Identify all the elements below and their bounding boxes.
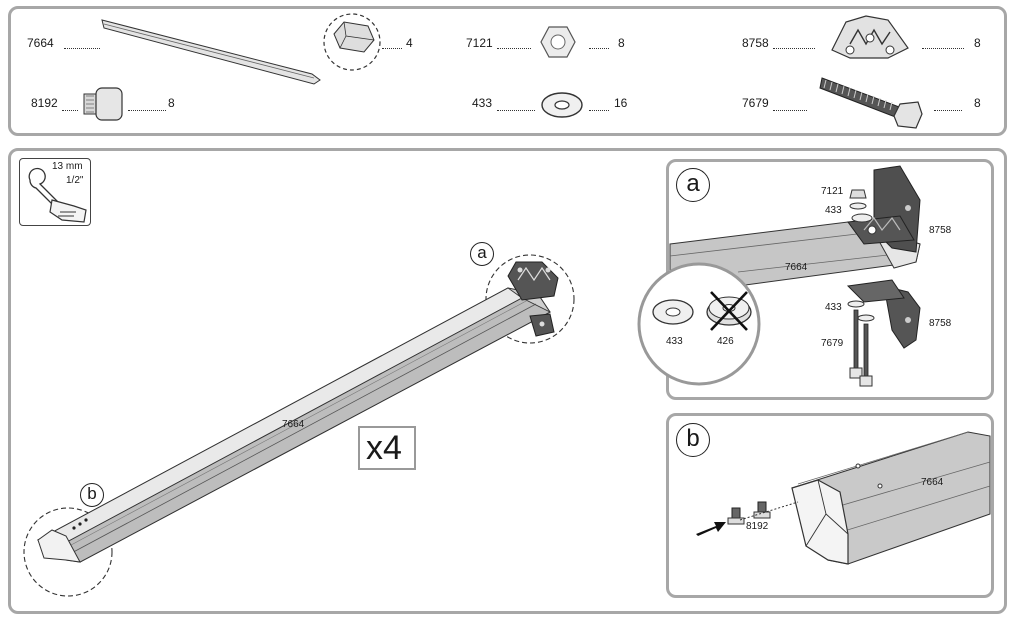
rail-profile-icon [101, 19, 321, 85]
part-8758-id: 8758 [742, 36, 769, 50]
tool-size-imperial: 1/2" [66, 175, 84, 186]
tool-size-metric: 13 mm [52, 161, 83, 172]
bracket-icon [831, 15, 909, 59]
part-8192-qty: 8 [168, 96, 175, 110]
part-7679-qty: 8 [974, 96, 981, 110]
inset-wrong-washer-label: 426 [717, 336, 734, 347]
hex-bolt-icon [819, 77, 923, 129]
multiplier-box [358, 426, 416, 470]
multiplier-label: x4 [366, 429, 402, 467]
rail-section-icon [323, 13, 381, 71]
part-433-qty: 16 [614, 96, 628, 110]
part-7664-id: 7664 [27, 36, 54, 50]
part-7679-id: 7679 [742, 96, 769, 110]
callout-a: a [470, 242, 494, 266]
hex-nut-icon [540, 26, 576, 58]
part-8192-id: 8192 [31, 96, 58, 110]
callout-b: b [80, 483, 104, 507]
detail-b-bolt-label: 8192 [746, 521, 769, 532]
detail-a-nut-label: 7121 [821, 186, 844, 197]
part-433-id: 433 [472, 96, 493, 110]
inset-correct-washer-label: 433 [666, 336, 683, 347]
part-7121-qty: 8 [618, 36, 625, 50]
detail-a-drawing [669, 165, 921, 387]
detail-a-rail-label: 7664 [785, 262, 808, 273]
parts-panel [8, 6, 1007, 136]
washer-inset-circle [637, 262, 761, 386]
detail-b-rail-label: 7664 [921, 477, 944, 488]
detail-b-letter: b [676, 423, 710, 457]
main-rail-drawing [23, 254, 575, 597]
detail-a-bracket-top-label: 8758 [929, 225, 952, 236]
carriage-bolt-icon [83, 87, 123, 121]
detail-a-letter: a [676, 168, 710, 202]
wrench-icon [28, 167, 87, 223]
main-rail-label: 7664 [282, 419, 305, 430]
part-7664-qty: 4 [406, 36, 413, 50]
detail-a-bracket-bottom-label: 8758 [929, 318, 952, 329]
detail-a-bolt-label: 7679 [821, 338, 844, 349]
detail-a-washer-bottom-label: 433 [825, 302, 842, 313]
washer-icon [541, 92, 583, 118]
part-7121-id: 7121 [466, 36, 493, 50]
detail-a-washer-top-label: 433 [825, 205, 842, 216]
detail-b-drawing [696, 431, 991, 565]
part-8758-qty: 8 [974, 36, 981, 50]
